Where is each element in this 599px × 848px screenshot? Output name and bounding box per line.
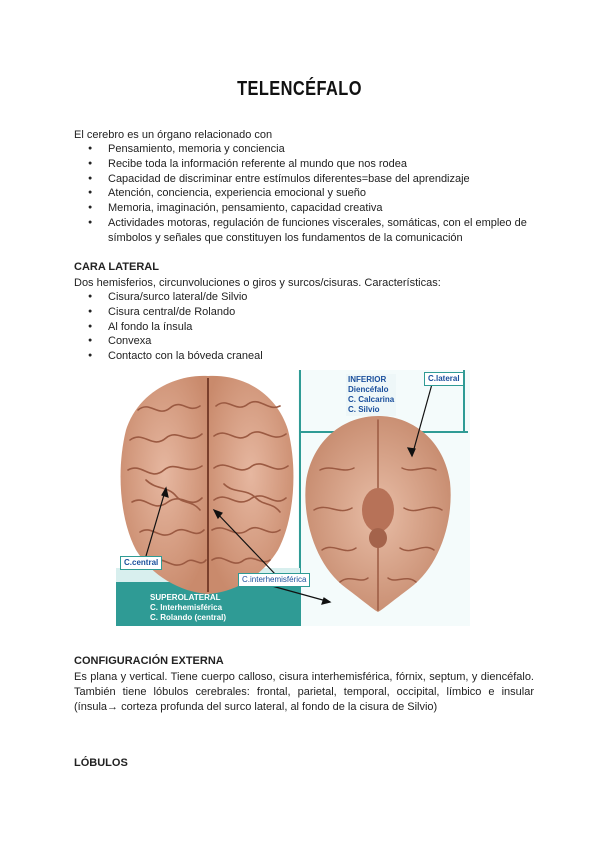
superolateral-item: C. Interhemisférica — [150, 603, 223, 612]
c-interhemisferica-label: C.interhemisférica — [238, 573, 311, 587]
inferior-item: C. Silvio — [348, 405, 380, 414]
list-item: Recibe toda la información referente al … — [74, 157, 534, 172]
list-item: Cisura/surco lateral/de Silvio — [74, 290, 534, 305]
brain-top-view — [120, 375, 294, 594]
intro-list: Pensamiento, memoria y conciencia Recibe… — [74, 142, 534, 246]
page-title: TELENCÉFALO — [237, 78, 362, 100]
superolateral-heading: SUPEROLATERAL — [150, 593, 221, 602]
list-item: Cisura central/de Rolando — [74, 305, 534, 320]
brain-figure: INFERIOR Diencéfalo C. Calcarina C. Silv… — [116, 370, 470, 626]
intro-text: El cerebro es un órgano relacionado con — [74, 129, 273, 141]
inferior-heading: INFERIOR — [348, 375, 387, 384]
list-item: Contacto con la bóveda craneal — [74, 349, 534, 364]
list-item: Actividades motoras, regulación de funci… — [74, 216, 534, 246]
brain-bottom-view — [305, 416, 451, 612]
list-item: Capacidad de discriminar entre estímulos… — [74, 172, 534, 187]
brain-illustration — [116, 370, 470, 626]
section-heading-lobulos: LÓBULOS — [74, 757, 128, 769]
lateral-list: Cisura/surco lateral/de Silvio Cisura ce… — [74, 290, 534, 364]
list-item: Memoria, imaginación, pensamiento, capac… — [74, 201, 534, 216]
c-central-label: C.central — [120, 556, 163, 570]
lateral-text: Dos hemisferios, circunvoluciones o giro… — [74, 277, 441, 289]
list-item: Convexa — [74, 334, 534, 349]
list-item: Pensamiento, memoria y conciencia — [74, 142, 534, 157]
list-item: Atención, conciencia, experiencia emocio… — [74, 186, 534, 201]
externa-text: Es plana y vertical. Tiene cuerpo callos… — [74, 671, 534, 713]
section-heading-configuracion-externa: CONFIGURACIÓN EXTERNA — [74, 655, 224, 667]
superolateral-item: C. Rolando (central) — [150, 613, 227, 622]
section-heading-cara-lateral: CARA LATERAL — [74, 261, 159, 273]
superolateral-label: SUPEROLATERAL C. Interhemisférica C. Rol… — [148, 593, 228, 623]
c-lateral-label: C.lateral — [424, 372, 464, 386]
inferior-item: C. Calcarina — [348, 395, 395, 404]
list-item: Al fondo la ínsula — [74, 320, 534, 335]
inferior-label: INFERIOR Diencéfalo C. Calcarina C. Silv… — [346, 374, 397, 416]
inferior-item: Diencéfalo — [348, 385, 389, 394]
